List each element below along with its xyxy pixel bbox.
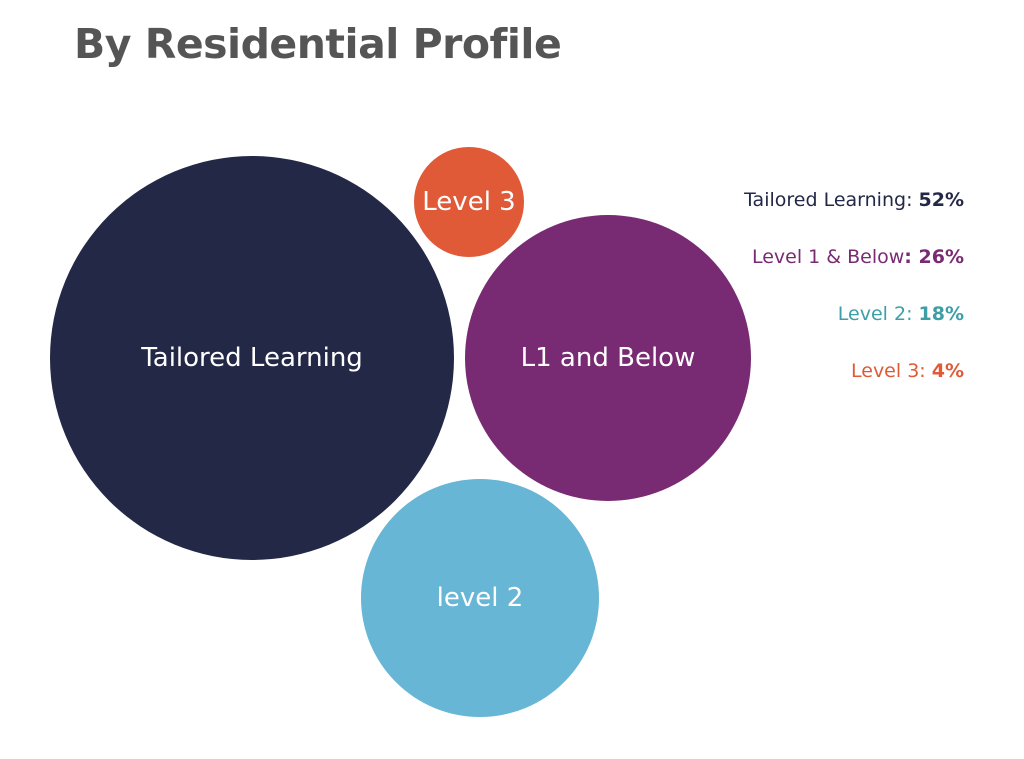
legend-value: 4% xyxy=(931,360,964,382)
legend-separator: : xyxy=(906,189,919,211)
bubble-level-2: level 2 xyxy=(361,479,599,717)
bubble-tailored-learning: Tailored Learning xyxy=(50,156,454,560)
legend-value: 52% xyxy=(918,189,964,211)
chart-legend: Tailored Learning: 52% Level 1 & Below: … xyxy=(744,186,964,414)
legend-entry-level-1-and-below: Level 1 & Below: 26% xyxy=(744,243,964,300)
bubble-circle xyxy=(361,479,599,717)
bubble-circle xyxy=(414,147,524,257)
legend-separator: : xyxy=(904,246,919,268)
legend-entry-level-2: Level 2: 18% xyxy=(744,300,964,357)
bubble-level-3: Level 3 xyxy=(414,147,524,257)
legend-value: 18% xyxy=(918,303,964,325)
legend-name: Tailored Learning xyxy=(744,189,907,211)
legend-name: Level 1 & Below xyxy=(751,246,905,268)
legend-value: 26% xyxy=(918,246,964,268)
bubble-label: level 2 xyxy=(437,583,524,613)
bubble-label: Tailored Learning xyxy=(140,343,363,373)
bubble-circle xyxy=(465,215,751,501)
legend-name: Level 2 xyxy=(837,303,907,325)
legend-entry-tailored-learning: Tailored Learning: 52% xyxy=(744,186,964,243)
legend-separator: : xyxy=(906,303,919,325)
bubble-label: Level 3 xyxy=(422,187,515,217)
bubble-label: L1 and Below xyxy=(521,343,696,373)
bubble-l1-and-below: L1 and Below xyxy=(465,215,751,501)
legend-separator: : xyxy=(919,360,932,382)
legend-name: Level 3 xyxy=(851,360,920,382)
bubble-circle xyxy=(50,156,454,560)
chart-title: By Residential Profile xyxy=(74,20,562,68)
legend-entry-level-3: Level 3: 4% xyxy=(744,357,964,414)
